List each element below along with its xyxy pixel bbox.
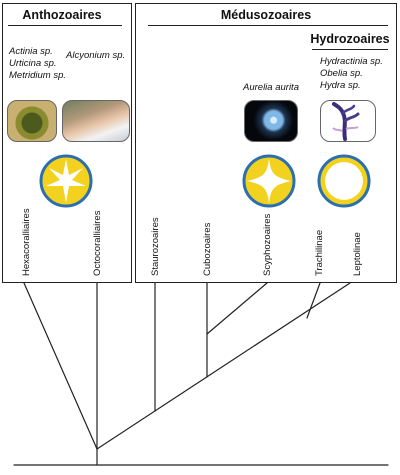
branch-medusozoa-backbone [96,282,351,450]
hydrozoaires-title-rule [312,49,388,50]
ring-symmetry-icon [317,154,371,208]
species-obelia: Obelia sp. [320,68,363,79]
branch-anthozoa-left [23,282,98,450]
branch-hydro-node [306,282,321,319]
hydra-photo [320,100,376,142]
hydra-illustration [332,102,360,141]
alcyonium-photo [62,100,130,142]
actinia-photo [7,100,57,142]
hydrozoaires-title: Hydrozoaires [310,32,390,46]
medusozoaires-title: Médusozoaires [220,8,312,22]
anthozoaires-panel [2,3,132,283]
aurelia-photo [244,100,298,142]
anthozoaires-title: Anthozoaires [22,8,102,22]
medusozoaires-title-rule [148,25,388,26]
species-aurelia: Aurelia aurita [243,82,299,93]
species-hydractinia: Hydractinia sp. [320,56,383,67]
six-point-star-symmetry-icon [39,154,93,208]
branch-cubo-scypho-node [206,282,268,335]
species-metridium: Metridium sp. [9,70,67,81]
species-hydra: Hydra sp. [320,80,361,91]
species-urticina: Urticina sp. [9,58,57,69]
four-point-star-symmetry-icon [242,154,296,208]
species-actinia: Actinia sp. [9,46,53,57]
anthozoaires-title-rule [8,25,122,26]
species-alcyonium: Alcyonium sp. [66,50,126,61]
